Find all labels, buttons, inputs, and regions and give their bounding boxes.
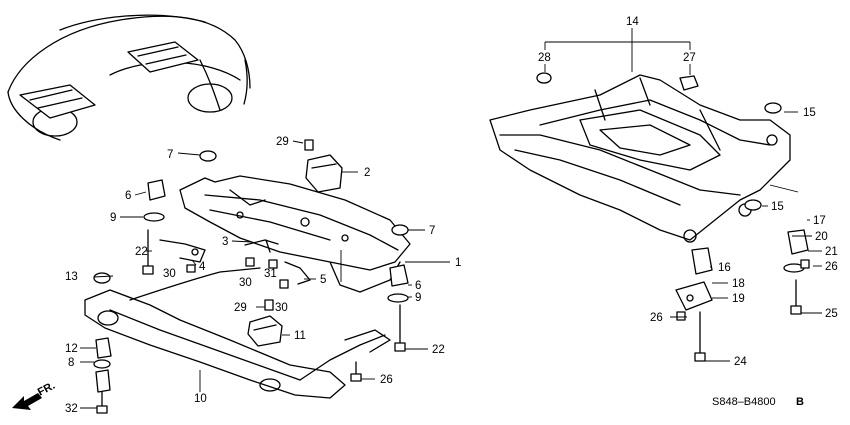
callout-1: 1 xyxy=(455,257,461,269)
callout-7: 7 xyxy=(167,149,173,161)
diagram-code-suffix: B xyxy=(796,396,804,408)
callout-30: 30 xyxy=(239,277,252,289)
callout-30: 30 xyxy=(275,302,288,314)
callout-8: 8 xyxy=(68,357,74,369)
callout-24: 24 xyxy=(734,356,747,368)
callout-6: 6 xyxy=(415,280,421,292)
front-subframe-exploded xyxy=(84,139,411,414)
callout-18: 18 xyxy=(732,278,745,290)
callout-10: 10 xyxy=(194,393,207,405)
callout-11: 11 xyxy=(294,330,306,342)
callout-12: 12 xyxy=(65,343,78,355)
diagram-code-text: S848–B4800 xyxy=(712,396,776,408)
diagram-code: S848–B4800 B xyxy=(712,396,804,408)
callout-22: 22 xyxy=(432,344,445,356)
callout-6: 6 xyxy=(125,190,131,202)
callout-29: 29 xyxy=(276,136,289,148)
callout-4: 4 xyxy=(199,261,206,273)
callout-22: 22 xyxy=(135,246,148,258)
car-overview-illustration xyxy=(7,14,251,141)
callout-15: 15 xyxy=(771,201,784,213)
callout-19: 19 xyxy=(732,293,745,305)
callout-17: 17 xyxy=(813,215,826,227)
front-subframe-assembled xyxy=(489,72,810,362)
callout-26: 26 xyxy=(825,261,838,273)
callout-5: 5 xyxy=(320,274,326,286)
callout-9: 9 xyxy=(415,292,421,304)
callout-30: 30 xyxy=(163,268,176,280)
callout-28: 28 xyxy=(538,52,551,64)
callout-15: 15 xyxy=(803,107,816,119)
callout-21: 21 xyxy=(825,246,838,258)
callout-25: 26 xyxy=(380,374,393,386)
callout-7: 7 xyxy=(429,225,435,237)
callout-16: 16 xyxy=(718,262,731,274)
callout-13: 13 xyxy=(65,271,78,283)
callout-31: 31 xyxy=(264,268,277,280)
callout-9: 9 xyxy=(110,212,116,224)
callout-numbers: 7 29 2 6 9 7 3 22 4 30 30 31 1 13 6 5 9 … xyxy=(65,16,838,415)
callout-23: 25 xyxy=(825,308,838,320)
callout-2: 2 xyxy=(364,167,370,179)
front-arrow-icon xyxy=(12,393,42,410)
callout-20: 20 xyxy=(815,231,828,243)
front-label: FR. xyxy=(36,380,57,399)
leader-lines xyxy=(80,28,822,409)
callout-26: 26 xyxy=(650,312,663,324)
callout-29: 29 xyxy=(234,302,247,314)
callout-3: 3 xyxy=(222,236,228,248)
callout-14: 14 xyxy=(626,16,639,28)
callout-32: 32 xyxy=(65,403,78,415)
callout-27: 27 xyxy=(683,52,696,64)
front-direction-indicator: FR. xyxy=(12,380,57,410)
